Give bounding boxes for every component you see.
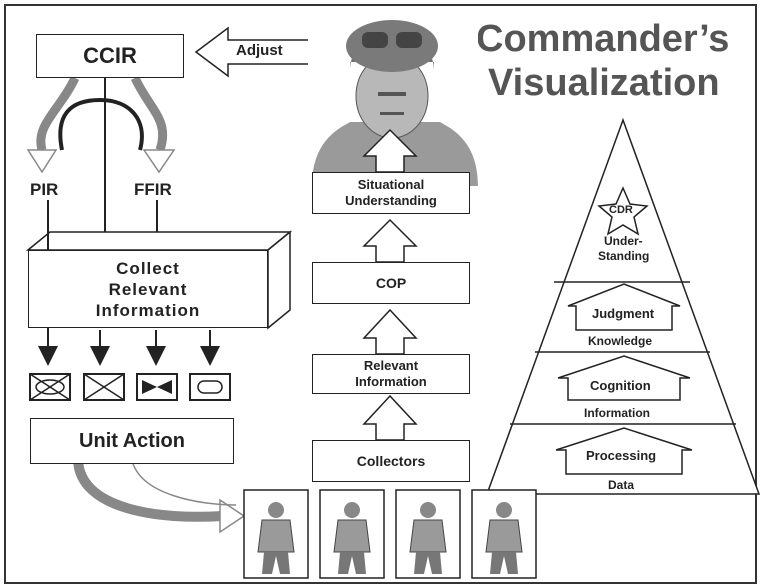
ffir-label: FFIR: [134, 180, 172, 199]
relevant-line-2: Information: [355, 374, 427, 389]
cognition-label: Cognition: [590, 378, 651, 393]
cognition-arrow: [557, 355, 691, 401]
cdr-star-icon: [597, 186, 649, 236]
pir-label: PIR: [30, 180, 59, 199]
soldier-icon-1: [243, 489, 309, 579]
ccir-loop-arrow: [58, 97, 144, 151]
understanding-line-2: Standing: [598, 249, 650, 263]
relevant-line-1: Relevant: [363, 358, 419, 373]
collect-line-3: Information: [95, 300, 201, 320]
soldier-icon-2: [319, 489, 385, 579]
collect-box-top: [25, 231, 293, 251]
situational-line-2: Understanding: [345, 193, 437, 208]
ccir-to-ffir-arrow: [130, 76, 168, 152]
collect-line-2: Relevant: [108, 279, 188, 299]
situational-box: Situational Understanding: [312, 172, 470, 214]
adjust-label: Adjust: [236, 42, 283, 59]
collectors-box: Collectors: [312, 440, 470, 482]
unit-action-box: Unit Action: [30, 418, 234, 464]
information-label: Information: [584, 406, 650, 420]
unit-symbol-2: [83, 373, 125, 401]
soldier-icon-4: [471, 489, 537, 579]
collect-line-1: Collect: [116, 258, 180, 278]
knowledge-label: Knowledge: [588, 334, 653, 348]
understanding-line-1: Under-: [604, 234, 643, 248]
title-line-1: Commander’s: [476, 18, 730, 60]
ccir-to-pir-arrow: [36, 76, 80, 152]
mid-up-arrow-4: [362, 394, 418, 441]
collect-box: Collect Relevant Information: [28, 250, 268, 328]
ccir-box: CCIR: [36, 34, 184, 78]
mid-up-arrow-2: [362, 218, 418, 263]
unit-symbol-4: [189, 373, 231, 401]
soldier-icon-3: [395, 489, 461, 579]
judgment-label: Judgment: [592, 306, 655, 321]
mid-up-arrow-3: [362, 308, 418, 355]
unit-symbol-3: [136, 373, 178, 401]
cop-box: COP: [312, 262, 470, 304]
collect-box-side: [267, 230, 291, 330]
unit-action-arrow-main: [73, 459, 223, 522]
unit-action-arrow-thin: [131, 459, 237, 506]
data-label: Data: [608, 478, 635, 492]
relevant-info-box: Relevant Information: [312, 354, 470, 394]
judgment-arrow: [567, 283, 681, 331]
situational-line-1: Situational: [357, 177, 425, 192]
processing-arrow: [555, 427, 693, 475]
title-line-2: Visualization: [488, 62, 720, 104]
cdr-label: CDR: [609, 204, 633, 216]
mid-up-arrow-1: [362, 128, 418, 173]
unit-symbol-1: [29, 373, 71, 401]
processing-label: Processing: [586, 448, 657, 463]
